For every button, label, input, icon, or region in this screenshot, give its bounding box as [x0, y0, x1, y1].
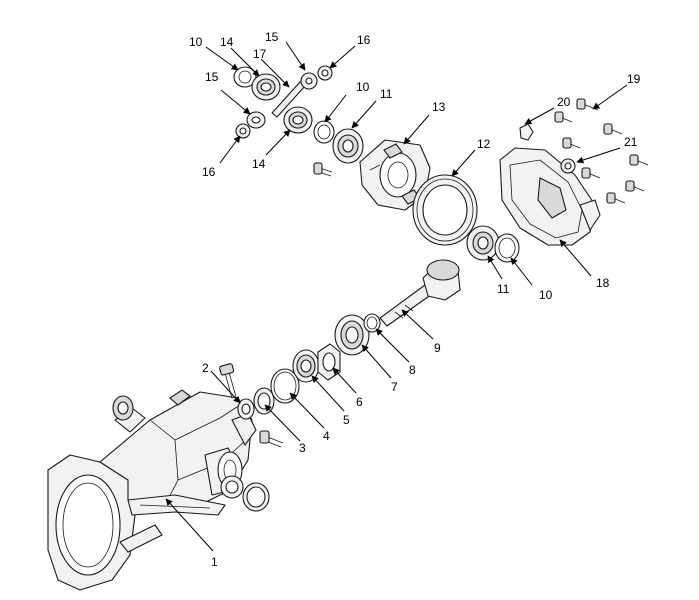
part-9-drive-pinion [379, 259, 461, 327]
callout-12: 12 [477, 137, 491, 151]
callout-7: 7 [391, 380, 398, 394]
callout-1: 1 [211, 555, 218, 569]
part-10-washer-top [233, 66, 257, 88]
leader-lines [165, 41, 628, 552]
callout-4: 4 [323, 429, 330, 443]
part-13-differential-case [359, 139, 431, 211]
housing-oil-seal [220, 475, 244, 499]
callout-16-left: 16 [202, 165, 216, 179]
callout-5: 5 [343, 413, 350, 427]
differential-carrier-housing [47, 389, 257, 591]
callout-19: 19 [627, 72, 641, 86]
callout-10-mid: 10 [356, 80, 370, 94]
part-15-pinion-gear-top [300, 72, 318, 90]
callout-10-right: 10 [539, 288, 553, 302]
callout-15-left: 15 [205, 70, 219, 84]
callout-6: 6 [356, 395, 363, 409]
callout-9: 9 [434, 341, 441, 355]
part-18-rear-cover [499, 147, 601, 246]
part-11-bearing-right [466, 225, 500, 261]
part-5-bearing [292, 349, 320, 383]
part-14-side-gear-top [251, 73, 281, 101]
part-10-race-right [494, 233, 520, 263]
callout-15-top: 15 [265, 30, 279, 44]
callout-14-top: 14 [220, 35, 234, 49]
part-20-breather-plug [519, 123, 534, 141]
callout-2: 2 [202, 361, 209, 375]
part-21-drain-plug [560, 158, 576, 174]
callout-17: 17 [253, 47, 267, 61]
part-2-washer [237, 398, 255, 420]
part-6-collar [317, 343, 341, 381]
callout-8: 8 [409, 363, 416, 377]
small-bolt-left [313, 162, 333, 177]
part-16-thrust-washer-top [317, 65, 333, 81]
callout-10-top: 10 [189, 35, 203, 49]
part-8-shim [363, 313, 381, 333]
part-7-bearing-cup [334, 314, 370, 356]
callout-16-top: 16 [357, 33, 371, 47]
part-14-side-gear-lower [283, 106, 313, 134]
callout-11-right: 11 [497, 282, 510, 296]
callout-labels: 1 2 3 4 5 6 7 8 9 10 10 10 11 11 12 13 1… [189, 30, 641, 569]
callout-13: 13 [432, 100, 446, 114]
housing-snap-ring [242, 482, 270, 512]
callout-14-lower: 14 [252, 157, 266, 171]
part-16-thrust-washer-left [235, 123, 251, 139]
part-12-ring-gear [412, 174, 478, 246]
cover-bolts [554, 98, 649, 204]
part-11-bearing-top [332, 128, 364, 164]
part-15-pinion-gear-left [246, 111, 266, 129]
bolt-near-3 [259, 430, 284, 448]
small-bolt-2 [219, 363, 237, 399]
callout-3: 3 [299, 441, 306, 455]
callout-20: 20 [557, 95, 571, 109]
callout-18: 18 [596, 276, 610, 290]
callout-11-top: 11 [380, 87, 393, 101]
callout-21: 21 [624, 135, 638, 149]
part-3-bearing [253, 387, 275, 415]
part-10-washer-mid [313, 120, 335, 144]
